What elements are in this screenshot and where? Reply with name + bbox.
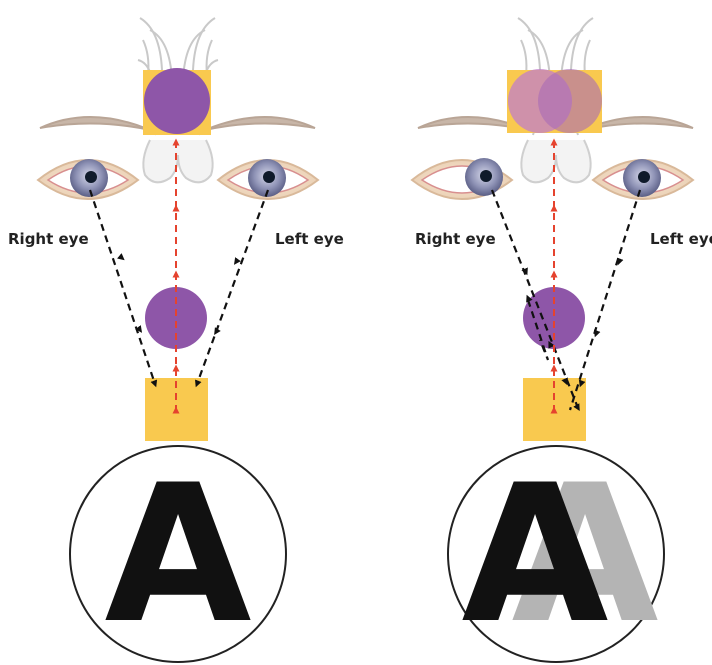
gaze-line-left-eye bbox=[197, 190, 268, 384]
brain-image-double-right bbox=[538, 69, 602, 133]
percept-letter: A bbox=[461, 444, 608, 665]
optic-chiasm bbox=[143, 140, 212, 182]
eyebrow-icon bbox=[205, 117, 315, 130]
right-eye-label: Right eye bbox=[8, 230, 89, 248]
optic-chiasm bbox=[521, 140, 590, 182]
panel-aligned: Right eye Left eye A bbox=[8, 18, 344, 665]
gaze-arrow bbox=[130, 316, 140, 330]
eye-icon bbox=[38, 159, 138, 199]
eye-icon bbox=[412, 158, 512, 199]
eyebrow-icon bbox=[40, 117, 150, 130]
gaze-arrow bbox=[236, 248, 246, 262]
gaze-line-left-eye bbox=[570, 190, 640, 410]
left-eye-label: Left eye bbox=[650, 230, 712, 248]
left-eye-label: Left eye bbox=[275, 230, 344, 248]
panel-misaligned: Right eye Left eye A A bbox=[412, 18, 712, 665]
brain-image-fused bbox=[144, 68, 210, 134]
right-eye-label: Right eye bbox=[415, 230, 496, 248]
gaze-line-right-eye bbox=[90, 190, 155, 384]
percept-letter: A bbox=[104, 444, 251, 665]
eye-icon bbox=[593, 159, 693, 199]
